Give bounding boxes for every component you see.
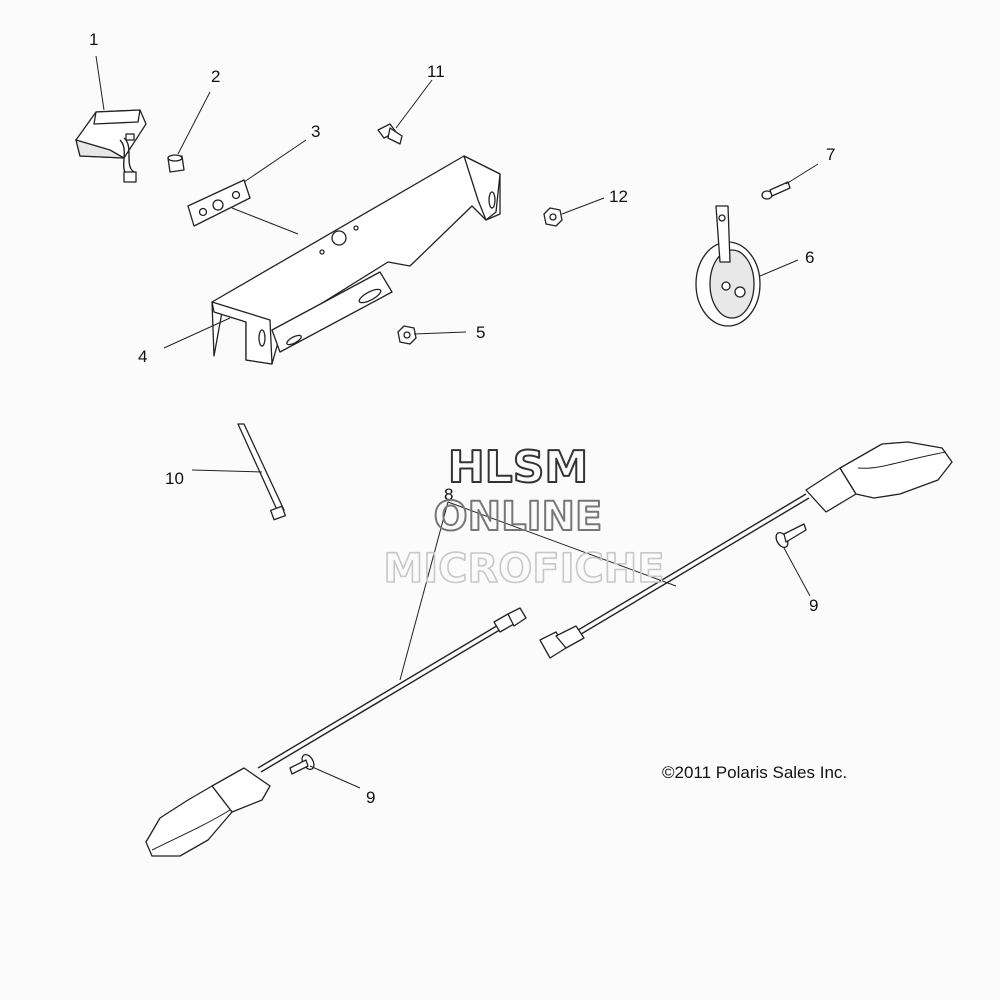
watermark-line1: HLSM — [448, 442, 588, 493]
part-3-plate — [187, 179, 251, 227]
part-10-cable-tie — [237, 423, 286, 521]
part-12-nut — [543, 207, 563, 227]
callout-3: 3 — [311, 122, 320, 141]
part-2-spacer — [167, 154, 185, 173]
part-1-plate-light — [75, 109, 147, 183]
callout-7: 7 — [826, 145, 835, 164]
callout-4: 4 — [138, 347, 147, 366]
callout-11: 11 — [427, 62, 445, 81]
part-5-nut — [397, 325, 417, 345]
copyright-notice: ©2011 Polaris Sales Inc. — [662, 763, 847, 782]
part-9-screw-right — [775, 523, 807, 549]
watermark-line2: ONLINE — [434, 494, 603, 540]
callout-1: 1 — [89, 30, 98, 49]
part-9-screw-left — [289, 753, 315, 775]
part-11-bolt — [377, 123, 403, 145]
callout-labels: 1 2 3 4 5 6 7 8 9 9 10 11 12 — [89, 30, 835, 807]
callout-9-left: 9 — [366, 788, 375, 807]
part-8-turn-signal-right — [539, 441, 953, 659]
callout-10: 10 — [165, 469, 184, 488]
part-8-turn-signal-left — [145, 607, 527, 857]
callout-9-right: 9 — [809, 596, 818, 615]
leader-lines — [95, 55, 819, 789]
watermark: HLSM ONLINE MICROFICHE — [383, 441, 666, 593]
callout-6: 6 — [805, 248, 814, 267]
part-7-screw — [761, 181, 791, 200]
callout-5: 5 — [476, 323, 485, 342]
part-6-horn — [695, 205, 761, 327]
callout-8: 8 — [444, 485, 453, 504]
watermark-line3: MICROFICHE — [383, 546, 664, 592]
part-4-bracket — [211, 155, 501, 365]
callout-2: 2 — [211, 67, 220, 86]
callout-12: 12 — [609, 187, 628, 206]
